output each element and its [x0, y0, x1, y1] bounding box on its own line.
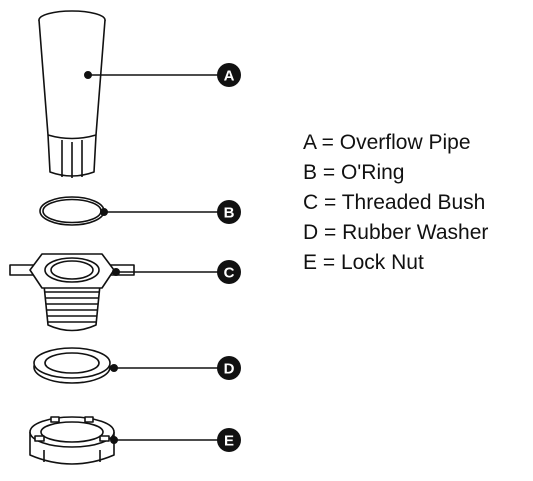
leader-line-a	[84, 71, 218, 80]
parts-legend: A = Overflow Pipe B = O'Ring C = Threade…	[303, 128, 488, 278]
badge-c-label: C	[224, 265, 235, 282]
badge-d-label: D	[224, 361, 235, 378]
lock-nut-part	[29, 416, 115, 465]
badge-e: E	[217, 428, 241, 452]
leader-line-d	[110, 363, 218, 372]
o-ring-part	[39, 196, 105, 226]
rubber-washer-part	[33, 347, 111, 384]
overflow-pipe-part	[38, 10, 106, 178]
badge-c: C	[217, 260, 241, 284]
leader-line-c	[112, 267, 218, 276]
badge-a-label: A	[224, 68, 235, 85]
legend-item-rubber-washer: D = Rubber Washer	[303, 221, 489, 244]
badge-d: D	[217, 356, 241, 380]
badge-a: A	[217, 63, 241, 87]
badge-b: B	[217, 200, 241, 224]
legend-item-lock-nut: E = Lock Nut	[303, 251, 424, 274]
badge-e-label: E	[224, 433, 234, 450]
threaded-bush-part	[9, 253, 135, 332]
badge-b-label: B	[224, 205, 235, 222]
leader-line-e	[110, 435, 218, 444]
legend-item-threaded-bush: C = Threaded Bush	[303, 191, 486, 214]
leader-line-b	[100, 208, 218, 217]
legend-item-overflow-pipe: A = Overflow Pipe	[303, 131, 471, 154]
legend-item-o-ring: B = O'Ring	[303, 161, 405, 184]
